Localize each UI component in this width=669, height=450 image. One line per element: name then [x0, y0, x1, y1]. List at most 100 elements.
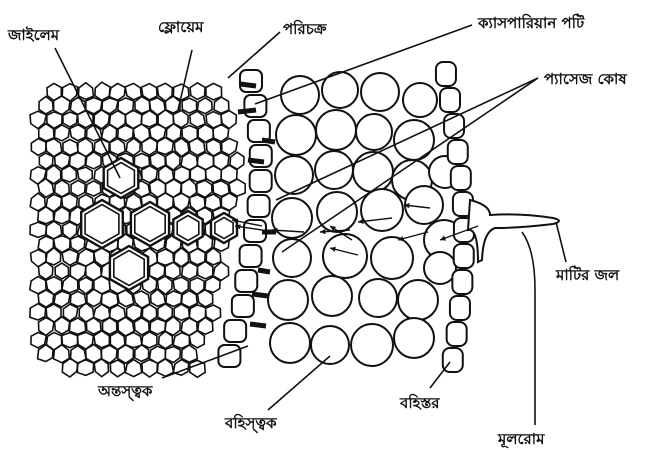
epidermis-cell — [448, 140, 468, 164]
casparian-mark — [258, 270, 270, 272]
stele-cell — [109, 83, 125, 100]
cortex-cell — [398, 280, 438, 320]
label-phloem: ফ্লোয়েম — [158, 18, 204, 36]
leader-cortex — [268, 356, 330, 410]
epidermis-cell — [454, 244, 474, 268]
cortex-cell — [356, 114, 392, 150]
cortex-cell — [275, 156, 313, 194]
stele-cell — [198, 125, 214, 143]
stele-cell — [55, 263, 68, 279]
endodermis-cell — [240, 245, 262, 267]
stele-cell — [30, 304, 46, 320]
leader-root-hair — [522, 232, 535, 425]
stele-cell — [94, 359, 108, 377]
endodermis-cell — [232, 295, 254, 317]
label-epidermis: বহিস্তর — [399, 393, 440, 412]
stele-cell — [159, 331, 173, 348]
endodermis-cell — [248, 195, 270, 217]
stele-cell — [30, 222, 46, 237]
endodermis-cell — [224, 320, 246, 342]
epidermis-cell — [436, 62, 456, 86]
epidermis-cell — [447, 322, 467, 346]
label-endodermis: অন্তস্ত্বক — [97, 382, 153, 402]
stele-cell — [125, 83, 141, 99]
stele-cell — [62, 249, 78, 265]
cortex-cell — [268, 280, 308, 320]
stele-cell — [55, 125, 70, 141]
cortex-cell — [351, 324, 393, 366]
stele-cell — [31, 139, 46, 156]
stele-cell — [95, 82, 110, 100]
stele-cell — [110, 139, 125, 155]
epidermis-cell — [450, 296, 470, 320]
leader-epidermis — [430, 362, 450, 388]
cortex-cell — [361, 189, 403, 231]
cortex-cell — [323, 234, 367, 278]
root-hair — [468, 200, 559, 262]
casparian-mark — [248, 160, 264, 162]
xylem-vessel-inner — [114, 251, 144, 286]
stele-cell — [222, 138, 238, 155]
stele-cell — [190, 111, 205, 127]
stele-cell — [118, 125, 134, 141]
stele-cell — [70, 236, 85, 251]
cortex-cell — [312, 276, 352, 316]
cortex-cell — [316, 110, 356, 150]
stele-cell — [30, 167, 46, 185]
stele-cell — [62, 333, 78, 348]
xylem-vessel-inner — [177, 216, 199, 241]
endodermis-cell — [244, 95, 266, 117]
stele-cell — [134, 318, 149, 335]
cortex-cells — [268, 72, 464, 366]
endodermis-cell — [250, 170, 272, 192]
casparian-mark — [238, 110, 256, 112]
casparian-mark — [250, 324, 266, 326]
casparian-mark — [262, 140, 275, 142]
stele-cell — [197, 180, 212, 197]
stele-cell — [174, 304, 189, 320]
stele-cell — [77, 167, 92, 182]
xylem-vessel-inner — [215, 218, 233, 239]
cortex-cell — [403, 83, 437, 117]
cortex-cell — [361, 73, 399, 111]
epidermis-cell — [440, 88, 460, 112]
cortex-cell — [315, 151, 353, 189]
cortex-cell — [281, 76, 319, 114]
stele-cell — [182, 98, 197, 113]
label-soil-water: মাটির জল — [555, 265, 620, 284]
xylem-vessel-inner — [108, 163, 135, 194]
label-root-hair: মূলরোম — [497, 430, 545, 450]
stele-cell — [78, 83, 93, 100]
cortex-cell — [276, 115, 316, 155]
stele-cell — [166, 291, 182, 307]
leader-phloem — [178, 50, 192, 110]
stele-cell — [110, 360, 125, 377]
stele-cell — [206, 83, 222, 100]
stele-cell — [31, 250, 47, 267]
flow-arrow-head — [320, 229, 326, 234]
cortex-cell — [272, 198, 312, 238]
stele-cell — [142, 360, 158, 377]
epidermis-cell — [451, 166, 471, 190]
cortex-cell — [394, 318, 434, 358]
stele-cell — [54, 291, 70, 307]
cortex-cell — [405, 186, 443, 224]
label-passage-cell: প্যাসেজ কোষ — [544, 70, 627, 88]
cortex-cell — [371, 237, 413, 279]
stele-cell — [157, 138, 173, 155]
epidermis-cell — [452, 270, 472, 294]
stele-cell — [70, 125, 85, 141]
cortex-cell — [394, 120, 434, 160]
stele-cell — [63, 112, 78, 127]
stele-cell — [197, 98, 212, 114]
stele-cell — [190, 83, 205, 100]
stele-cell — [198, 290, 213, 307]
xylem-vessel-inner — [135, 207, 165, 242]
endodermis-cell — [235, 270, 257, 292]
cortex-cell — [270, 323, 310, 363]
casparian-mark — [240, 84, 256, 86]
stele-cell — [142, 137, 158, 155]
cortex-cell — [424, 252, 456, 284]
cortex-cell — [311, 326, 349, 364]
